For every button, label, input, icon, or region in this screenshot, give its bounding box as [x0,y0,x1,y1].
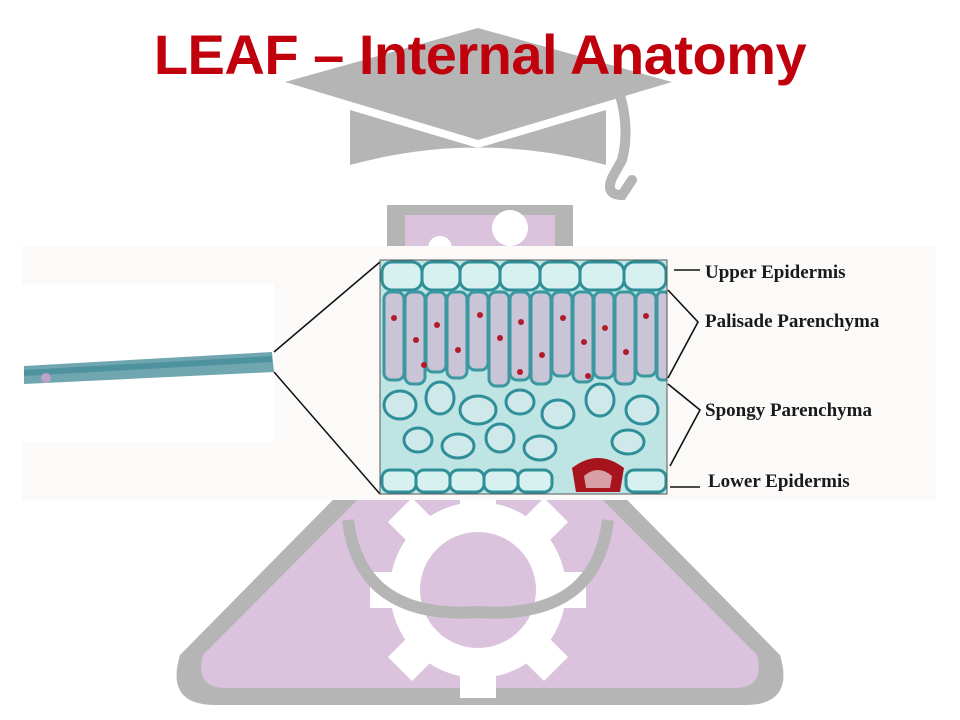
high-magnification-micrograph [380,260,667,494]
label-upper-epidermis: Upper Epidermis [705,262,846,283]
chloroplast-stain [391,312,649,379]
label-lower-epidermis: Lower Epidermis [708,471,850,492]
flask-bubble [492,210,528,246]
spongy-parenchyma-cells [382,380,660,462]
label-palisade-parenchyma: Palisade Parenchyma [705,311,880,332]
graduation-cap-tassel [605,90,637,201]
graduation-cap-top [285,28,672,140]
vascular-bundle-stain [572,458,624,492]
zoom-connector-line [273,261,381,353]
zoom-connector-line [273,371,381,495]
page-title: LEAF – Internal Anatomy [153,23,807,86]
palisade-parenchyma-cells [382,290,667,388]
bracket-palisade-parenchyma [667,289,699,379]
upper-epidermis-cells [380,260,667,292]
bracket-spongy-parenchyma [667,383,702,467]
label-spongy-parenchyma: Spongy Parenchyma [705,400,872,421]
gear-hub-arc [342,519,614,619]
graduation-cap-band [350,110,606,165]
low-magnification-leaf-section [24,352,274,384]
lower-epidermis-cells [380,468,667,494]
